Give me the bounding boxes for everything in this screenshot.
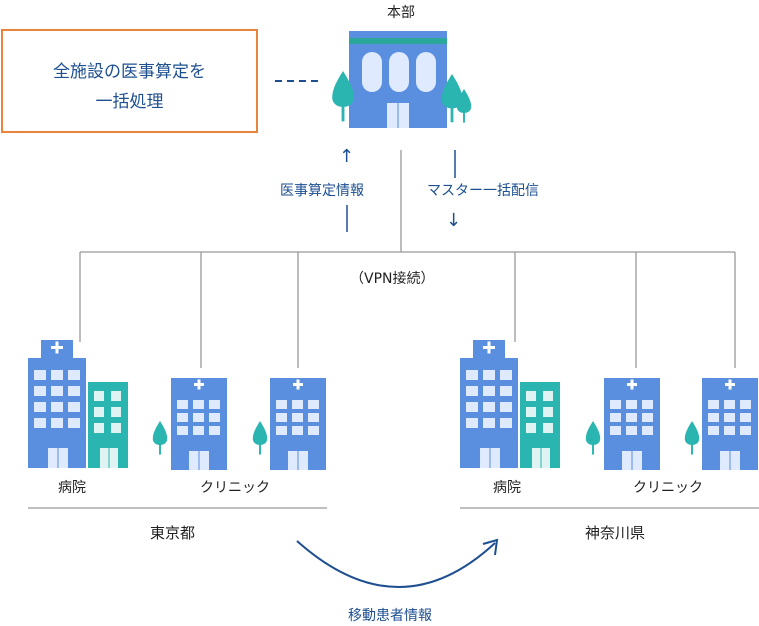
tokyo-clinic-2-icon [270, 378, 326, 470]
down-flow-label: マスター一括配信 [427, 183, 539, 199]
vpn-label: （VPN接続） [350, 271, 435, 287]
tree-icon [684, 421, 700, 455]
kanagawa-hospital-icon [460, 340, 560, 468]
hq-label: 本部 [387, 5, 415, 21]
tokyo-region-label: 東京都 [150, 524, 196, 542]
patient-flow-arrow [296, 538, 499, 588]
kanagawa-clinic-label: クリニック [633, 480, 703, 496]
callout-line-2: 一括処理 [95, 92, 164, 112]
kanagawa-region-label: 神奈川県 [585, 524, 646, 542]
kanagawa-clinic-2-icon [702, 378, 758, 470]
tokyo-hospital-label: 病院 [58, 480, 86, 496]
tokyo-clinic-label: クリニック [200, 480, 270, 496]
tree-icon [585, 421, 601, 455]
up-flow-label: 医事算定情報 [280, 183, 364, 199]
network-lines [79, 150, 736, 368]
kanagawa-clinic-1-icon [604, 378, 660, 470]
tokyo-clinic-1-icon [171, 378, 227, 470]
callout-box: 全施設の医事算定を 一括処理 [1, 29, 258, 133]
tree-icon [152, 421, 168, 455]
callout-line-1: 全施設の医事算定を [53, 62, 206, 82]
tokyo-hospital-icon [28, 340, 128, 468]
down-arrow-glyph: ↓ [446, 210, 462, 231]
patient-flow-label: 移動患者情報 [348, 608, 432, 624]
headquarters-building-icon [349, 31, 447, 128]
tree-icon [252, 421, 268, 455]
up-arrow-glyph: ↑ [339, 146, 355, 167]
kanagawa-hospital-label: 病院 [493, 480, 521, 496]
